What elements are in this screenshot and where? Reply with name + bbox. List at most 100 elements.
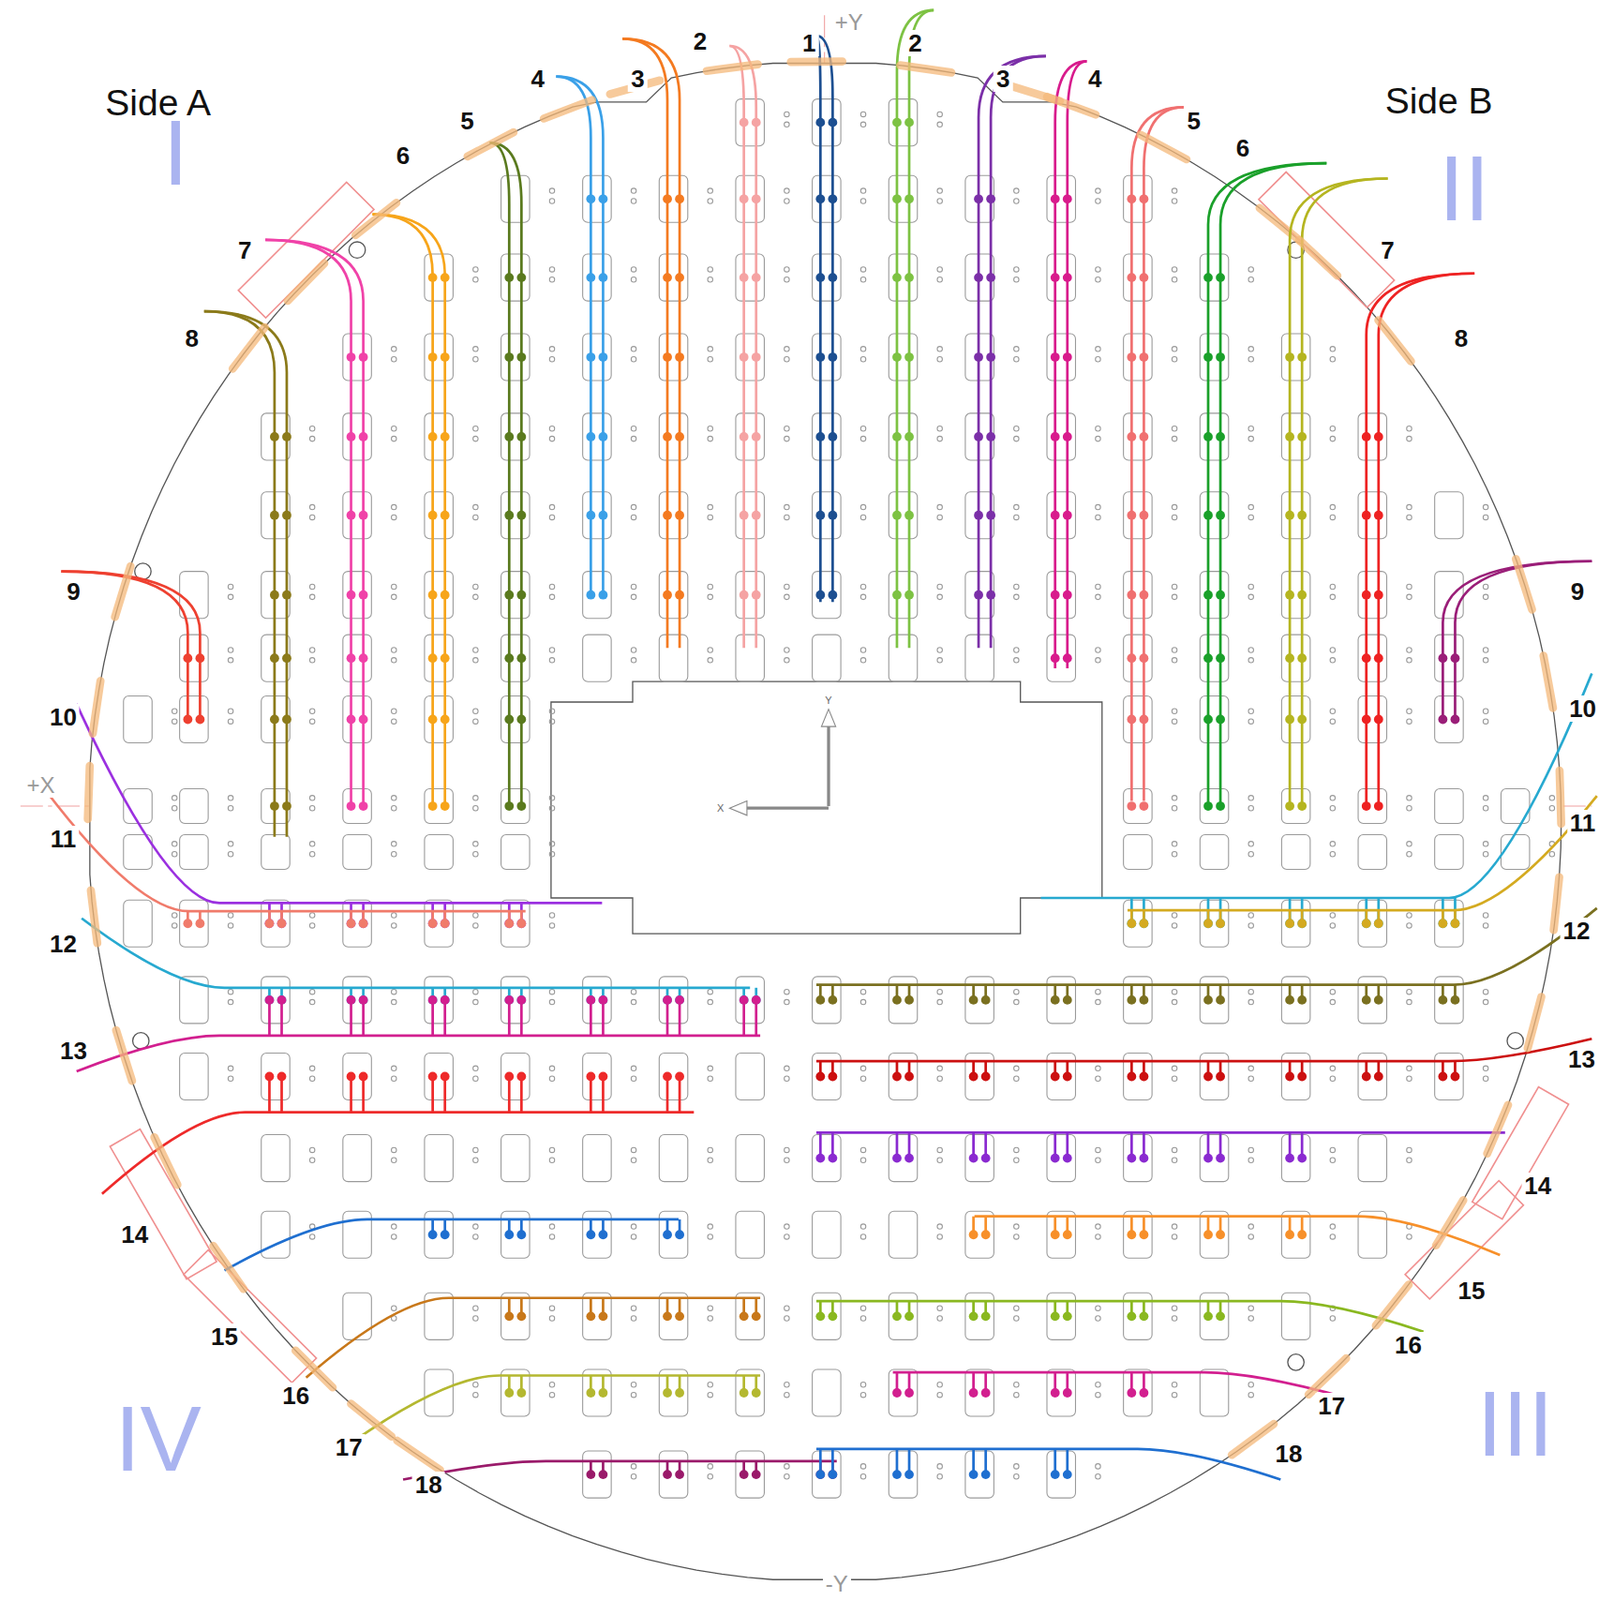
connector-pin [428, 432, 438, 442]
cable-drop [520, 1076, 524, 1113]
mount-hole [630, 267, 636, 272]
connector-pin [1050, 510, 1061, 521]
connector-pin [1126, 918, 1136, 928]
mount-hole [1482, 795, 1488, 801]
connector-cutout [1199, 634, 1228, 682]
callout-number: 7 [1377, 237, 1397, 264]
mount-hole [309, 923, 314, 928]
connector-cutout [1123, 1210, 1152, 1258]
connector-pin [504, 272, 514, 283]
connector-pin [516, 590, 526, 600]
mount-hole [1406, 805, 1412, 810]
connector-cutout [658, 1450, 688, 1498]
mount-hole [1482, 718, 1488, 724]
mount-hole [1171, 1315, 1177, 1321]
connector-pin [1215, 1153, 1226, 1164]
connector-pin [585, 272, 596, 283]
connector-cutout [888, 1450, 917, 1498]
connector-pin [815, 1153, 825, 1164]
mount-hole [171, 795, 177, 801]
connector-pin [815, 432, 825, 442]
mount-hole [1014, 999, 1019, 1004]
mount-hole [473, 988, 479, 994]
mount-hole [1014, 267, 1019, 272]
connector-cutout [1046, 634, 1076, 682]
connector-pin [751, 590, 762, 600]
mount-hole [707, 647, 713, 653]
connector-pin [358, 715, 369, 725]
mount-hole [784, 188, 790, 194]
connector-pin [516, 1072, 526, 1082]
connector-pin [739, 352, 749, 362]
connector-pin [1215, 510, 1226, 521]
connector-cutout [424, 634, 453, 682]
connector-pin [1374, 715, 1384, 725]
connector-pin [1215, 590, 1226, 600]
connector-pin [892, 995, 902, 1005]
mount-hole [1248, 426, 1254, 432]
mount-hole [630, 1382, 636, 1388]
connector-cutout [343, 571, 372, 619]
mount-hole [473, 583, 479, 589]
cable [490, 142, 523, 807]
mount-hole [1014, 1474, 1019, 1480]
connector-pin [815, 1469, 825, 1480]
connector-cutout [888, 333, 917, 381]
connector-pin [269, 715, 280, 725]
axis-arrow [821, 709, 836, 728]
connector-pin [182, 653, 193, 663]
edge-marker [397, 1440, 441, 1470]
connector-pin [516, 1311, 526, 1321]
connector-pin [827, 272, 837, 283]
connector-cutout [123, 695, 152, 743]
connector-pin [662, 590, 673, 600]
connector-cutout [501, 835, 530, 870]
cable [357, 1374, 761, 1438]
mount-hole [1482, 647, 1488, 653]
connector-pin [1437, 995, 1448, 1005]
cable [76, 703, 603, 903]
cable [1366, 273, 1475, 807]
mount-hole [860, 435, 866, 441]
edge-marker [1140, 134, 1187, 160]
connector-cutout [1046, 492, 1076, 539]
connector-pin [674, 590, 685, 600]
mount-hole [391, 988, 397, 994]
mount-hole [630, 1315, 636, 1321]
connector-pin [585, 352, 596, 362]
cable-drop [361, 1000, 365, 1036]
connector-cutout [343, 1135, 372, 1182]
mount-hole [784, 121, 790, 127]
mount-hole [860, 426, 866, 432]
connector-pin [428, 352, 438, 362]
mount-hole [391, 1157, 397, 1163]
mount-hole [473, 1315, 479, 1321]
connector-pin [282, 510, 292, 521]
mount-hole [391, 583, 397, 589]
connector-pin [516, 918, 526, 928]
connector-cutout [812, 254, 841, 301]
connector-pin [1139, 352, 1150, 362]
connector-pin [981, 1153, 991, 1164]
mount-hole [1482, 1065, 1488, 1071]
connector-pin [986, 352, 996, 362]
mount-hole [473, 1305, 479, 1311]
mount-hole [707, 657, 713, 663]
connector-cutout [501, 976, 530, 1024]
quadrant-numeral: IV [111, 1391, 205, 1486]
connector-pin [1050, 194, 1061, 204]
cable-drop [443, 1076, 447, 1113]
mount-hole [1014, 277, 1019, 283]
connector-cutout [424, 695, 453, 743]
mount-hole [1014, 657, 1019, 663]
mount-hole [473, 805, 479, 810]
connector-pin [277, 918, 287, 928]
connector-pin [981, 1072, 991, 1082]
connector-pin [358, 995, 369, 1005]
connector-pin [1450, 653, 1461, 663]
mount-hole [473, 514, 479, 520]
mount-hole [171, 718, 177, 724]
connector-pin [1361, 1072, 1372, 1082]
cable [81, 918, 750, 988]
mount-hole [1549, 805, 1555, 810]
